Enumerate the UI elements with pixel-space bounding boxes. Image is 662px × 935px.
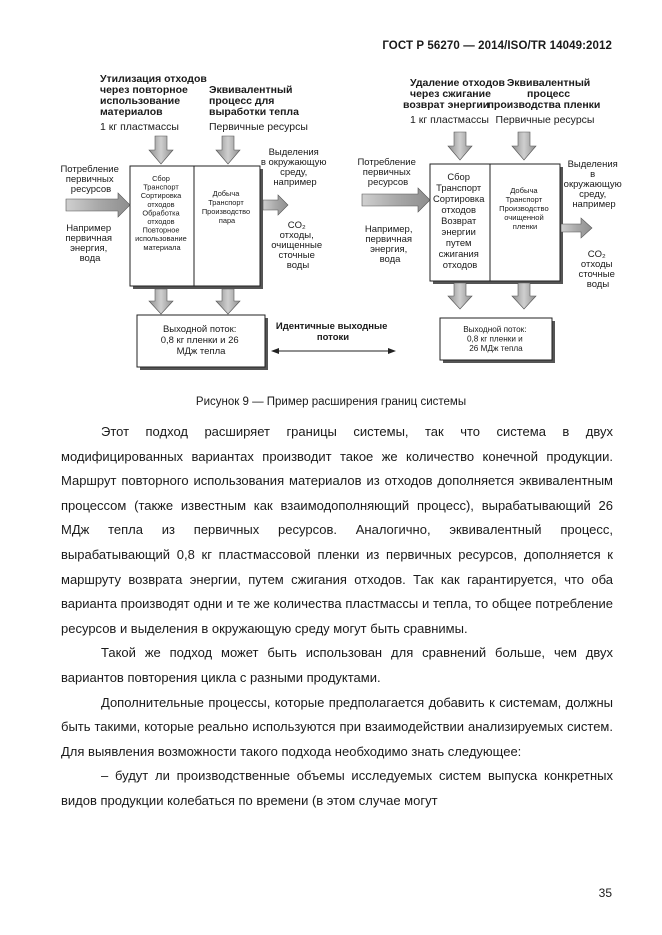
arrow-right-icon <box>388 348 396 354</box>
left-output-text: Выходной поток: 0,8 кг пленки и 26 МДж т… <box>161 324 242 357</box>
right-output-box <box>439 317 553 361</box>
left-emission-label: Выделения в окружающую среду, например <box>261 147 329 188</box>
left-diagram: Утилизация отходов через повторное испол… <box>60 73 329 370</box>
arrow-down-icon <box>215 288 241 315</box>
left-heading-main-sub: 1 кг пластмассы <box>100 121 179 133</box>
arrow-left-icon <box>271 348 279 354</box>
list-item: – будут ли производственные объемы иссле… <box>61 768 613 808</box>
right-input-label: Потребление первичных ресурсов <box>357 157 418 188</box>
arrow-down-icon <box>447 282 473 310</box>
right-emission-label: Выделения в окружающую среду, например <box>564 159 625 210</box>
arrow-down-icon <box>447 131 473 161</box>
figure-caption: Рисунок 9 — Пример расширения границ сис… <box>195 396 467 408</box>
identical-flows-label: Идентичные выходные потоки <box>276 321 390 343</box>
paragraph: Такой же подход может быть использован д… <box>61 645 613 685</box>
identical-flows: Идентичные выходные потоки <box>271 321 396 354</box>
left-heading-equiv-sub: Первичные ресурсы <box>209 121 308 133</box>
left-box-main-text: Сбор Транспорт Сортировка отходов Обрабо… <box>135 174 189 252</box>
arrow-right-icon <box>65 192 131 218</box>
right-output-text: Выходной поток: 0,8 кг пленки и 26 МДж т… <box>463 325 529 353</box>
right-heading-main: Удаление отходов через сжигание возврат … <box>403 77 508 111</box>
right-heading-main-sub: 1 кг пластмассы <box>410 114 489 126</box>
paragraph: Этот подход расширяет границы системы, т… <box>61 424 613 636</box>
arrow-down-icon <box>215 135 241 165</box>
right-process-box <box>429 163 561 282</box>
right-example-label: Например, первичная энергия, вода <box>365 224 415 265</box>
body-text: Этот подход расширяет границы системы, т… <box>61 420 613 814</box>
left-example-label: Например первичная энергия, вода <box>65 223 114 264</box>
right-box-equiv-text: Добыча Транспорт Производство очищенной … <box>499 186 551 231</box>
right-box-main-text: Сбор Транспорт Сортировка отходов Возвра… <box>433 171 487 270</box>
left-heading-main: Утилизация отходов через повторное испол… <box>100 73 210 118</box>
arrow-right-icon <box>560 217 593 239</box>
left-emission-values: CO₂ отходы, очищенные сточные воды <box>271 220 325 271</box>
arrow-right-icon <box>262 194 289 216</box>
right-heading-equiv-sub: Первичные ресурсы <box>496 114 595 126</box>
left-output-box <box>136 314 266 368</box>
arrow-down-icon <box>511 282 537 310</box>
arrow-down-icon <box>511 131 537 161</box>
left-heading-equiv: Эквивалентный процесс для выработки тепл… <box>209 84 299 118</box>
document-header: ГОСТ Р 56270 — 2014/ISO/TR 14049:2012 <box>382 40 612 52</box>
arrow-right-icon <box>361 187 431 213</box>
arrow-down-icon <box>148 288 174 315</box>
system-boundary-figure: Утилизация отходов через повторное испол… <box>60 73 625 370</box>
left-box-equiv-text: Добыча Транспорт Производство пара <box>202 189 252 225</box>
page-number: 35 <box>598 886 612 900</box>
right-heading-equiv: Эквивалентный процесс производства пленк… <box>488 77 601 111</box>
left-input-label: Потребление первичных ресурсов <box>60 164 121 195</box>
right-diagram: Удаление отходов через сжигание возврат … <box>357 77 625 363</box>
arrow-down-icon <box>148 135 174 165</box>
paragraph: Дополнительные процессы, которые предпол… <box>61 694 613 759</box>
left-process-box <box>129 165 261 287</box>
right-emission-values: CO₂ отходы сточные воды <box>578 249 617 290</box>
